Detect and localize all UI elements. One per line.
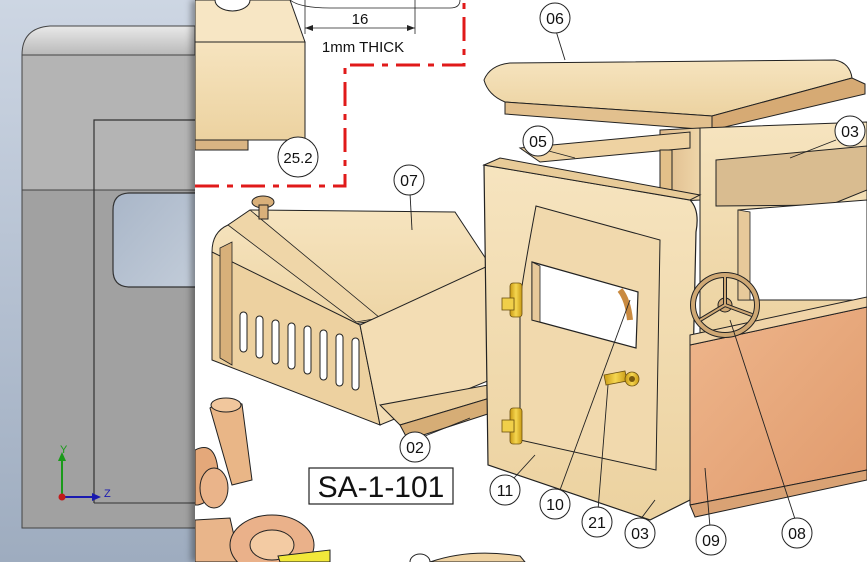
callout-06: 06 [539, 2, 571, 34]
callout-21: 21 [581, 506, 613, 538]
svg-text:05: 05 [529, 134, 547, 151]
view-triad: Y Z [58, 444, 111, 501]
callouts: 25.2 06 05 03 07 02 [214, 0, 866, 556]
assembly-drawing: 16 1mm THICK [195, 0, 867, 562]
callout-02: 02 [399, 431, 431, 463]
svg-text:07: 07 [400, 173, 418, 190]
svg-text:09: 09 [702, 533, 720, 550]
callout-03-bottom: 03 [624, 517, 656, 549]
svg-text:03: 03 [841, 124, 859, 141]
leader-lines [288, 30, 837, 528]
part-08-steering-wheel [690, 272, 760, 338]
dimension-note: 1mm THICK [322, 39, 404, 56]
part-block-top-left [195, 0, 306, 151]
callout-11: 11 [489, 474, 521, 506]
model-door-outline [93, 119, 195, 503]
part-wheels [195, 397, 526, 562]
hood-vents [239, 311, 360, 391]
triad-z-arrow [92, 493, 101, 501]
dimension-value: 16 [352, 11, 369, 28]
callout-partial-top [214, 0, 251, 12]
callout-09: 09 [695, 524, 727, 556]
model-upper-body[interactable] [21, 54, 195, 191]
dimension-16 [289, 0, 461, 34]
part-09-side-panel [689, 296, 867, 518]
detail-boundary [195, 0, 466, 188]
callout-10: 10 [539, 488, 571, 520]
part-hinges [501, 282, 523, 445]
callout-03-top: 03 [834, 115, 866, 147]
drawing-canvas: 16 1mm THICK [195, 0, 867, 562]
assembly-label: SA-1-101 [318, 471, 445, 504]
callout-07: 07 [393, 164, 425, 196]
callout-25-2: 25.2 [277, 136, 319, 178]
svg-text:25.2: 25.2 [283, 150, 312, 167]
part-06-roof [483, 59, 866, 131]
svg-text:02: 02 [406, 440, 424, 457]
part-03-door-front [482, 157, 702, 521]
svg-text:21: 21 [588, 515, 606, 532]
svg-text:06: 06 [546, 11, 564, 28]
part-02-rail [378, 384, 502, 441]
triad-z-label: Z [104, 488, 111, 500]
callout-08: 08 [781, 517, 813, 549]
triad-x-axis [58, 493, 66, 501]
svg-text:08: 08 [788, 526, 806, 543]
cad-viewport[interactable]: Y Z [0, 0, 195, 562]
cad-model: Y Z [21, 25, 195, 529]
callout-05: 05 [522, 125, 554, 157]
part-21-door-handle [603, 370, 640, 387]
svg-text:11: 11 [497, 483, 514, 500]
svg-text:03: 03 [631, 526, 649, 543]
assembly-label-box: SA-1-101 [308, 467, 454, 505]
triad-y-arrow [58, 452, 66, 461]
model-roof[interactable] [21, 25, 195, 56]
part-07-hood [211, 195, 491, 426]
svg-text:10: 10 [546, 497, 564, 514]
model-window[interactable] [112, 192, 195, 288]
triad-y-label: Y [60, 444, 68, 456]
